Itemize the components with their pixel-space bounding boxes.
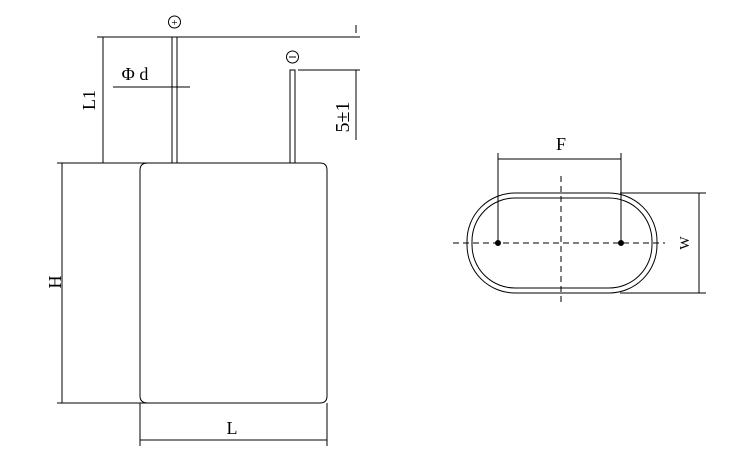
body-outline-inner [471, 197, 653, 289]
side-view: H L + L1 Φ d 5±1 [45, 15, 360, 446]
lead-diameter-label: Φ d [122, 64, 149, 84]
height-label: H [45, 276, 65, 289]
negative-symbol-circle [286, 50, 299, 64]
positive-symbol: + [171, 17, 177, 29]
lead-offset-label: 5±1 [332, 102, 354, 133]
width-label: W [678, 236, 693, 250]
capacitor-body [139, 162, 328, 404]
pitch-label: F [556, 134, 566, 154]
positive-symbol-circle [168, 15, 181, 29]
lead-length-label: L1 [79, 90, 99, 110]
bottom-view: F W [453, 134, 706, 306]
negative-lead [289, 69, 296, 164]
length-label: L [227, 418, 238, 438]
positive-lead [171, 36, 178, 164]
